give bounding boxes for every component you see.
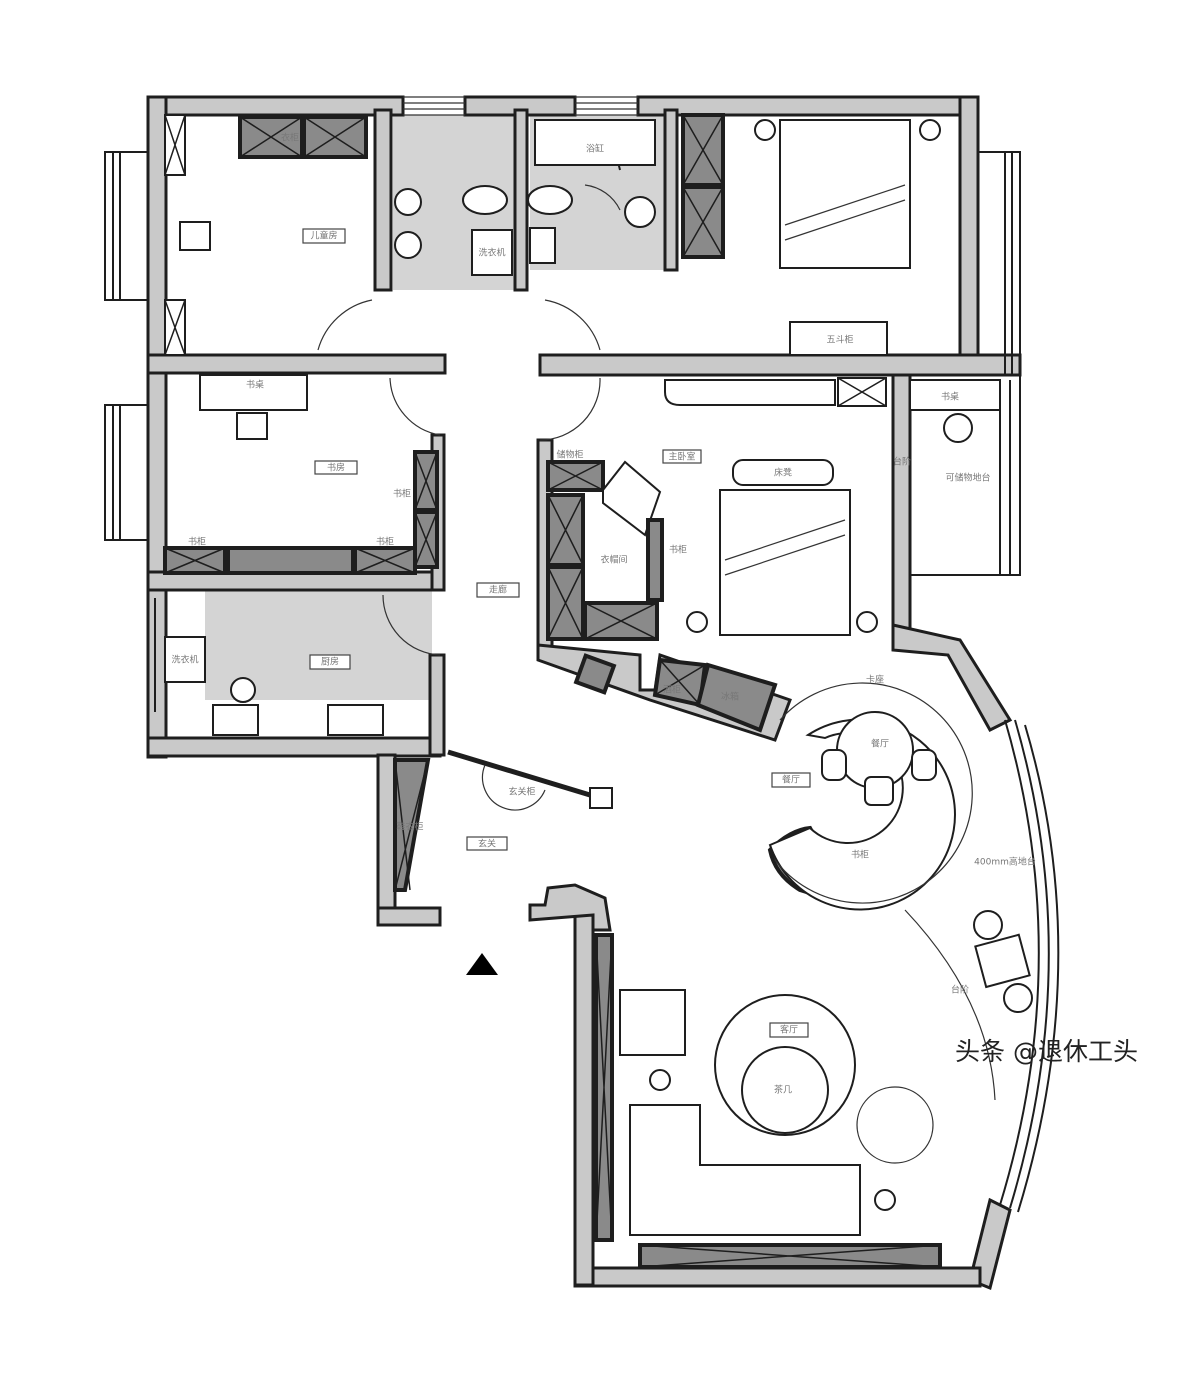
label-step: 台阶 bbox=[951, 984, 969, 996]
label-wardrobe: 衣柜 bbox=[281, 132, 299, 144]
bench bbox=[732, 459, 834, 486]
cabinets bbox=[163, 113, 942, 1269]
label-corridor: 走廊 bbox=[489, 584, 507, 596]
armchair bbox=[619, 989, 686, 1056]
label-bookcase: 书柜 bbox=[669, 544, 687, 556]
label-living-room: 客厅 bbox=[780, 1024, 798, 1036]
label-dining-table: 餐厅 bbox=[871, 738, 889, 750]
label-study: 书房 bbox=[327, 462, 345, 474]
label-coffee-table: 茶几 bbox=[774, 1084, 792, 1096]
label-storage-cabinet: 储物柜 bbox=[556, 449, 583, 461]
label-bookcase: 书柜 bbox=[393, 488, 411, 500]
dresser bbox=[789, 321, 888, 356]
bed-master bbox=[719, 489, 851, 636]
washer bbox=[471, 229, 513, 276]
label-study-desk: 书桌 bbox=[246, 379, 264, 391]
label-shoe-cabinet: 鞋衣柜 bbox=[396, 821, 423, 833]
sofa bbox=[629, 1104, 861, 1236]
watermark: 头条 @退休工头 bbox=[955, 1037, 1138, 1066]
label-bookcase: 书柜 bbox=[376, 536, 394, 548]
label-fridge: 冰箱 bbox=[721, 691, 739, 703]
label-children-room: 儿童房 bbox=[310, 230, 337, 242]
label-kitchen: 厨房 bbox=[321, 656, 339, 668]
label-walk-in-closet: 衣帽间 bbox=[600, 554, 627, 566]
triangle-up-icon bbox=[466, 953, 498, 975]
label-platform: 400mm高地台 bbox=[974, 856, 1036, 868]
label-bookcase: 书柜 bbox=[188, 536, 206, 548]
label-washer: 洗衣机 bbox=[478, 247, 505, 259]
label-cabinet: 酒柜 bbox=[663, 684, 681, 696]
label-washer: 洗衣机 bbox=[171, 654, 198, 666]
label-desk: 书桌 bbox=[941, 391, 959, 403]
bed-secondary bbox=[779, 119, 911, 269]
label-foyer: 玄关 bbox=[478, 838, 496, 850]
walls bbox=[146, 95, 1022, 1291]
label-bench: 床凳 bbox=[774, 467, 792, 479]
label-foyer-cabinet: 玄关柜 bbox=[508, 786, 535, 798]
windows bbox=[104, 96, 1060, 1213]
label-bathtub: 浴缸 bbox=[586, 143, 604, 155]
room-labels: 儿童房 衣柜 浴缸 洗衣机 五斗柜 书桌 台阶 可储物地台 主卧室 床凳 书桌 … bbox=[171, 132, 1035, 1096]
sliding-door bbox=[447, 749, 591, 798]
label-bookcase: 书柜 bbox=[851, 849, 869, 861]
desk bbox=[199, 374, 308, 411]
label-dresser: 五斗柜 bbox=[826, 334, 853, 346]
label-dining: 餐厅 bbox=[782, 774, 800, 786]
label-master-bedroom: 主卧室 bbox=[668, 451, 695, 463]
bathtub bbox=[534, 119, 656, 166]
label-step: 台阶 bbox=[893, 456, 911, 468]
label-booth: 卡座 bbox=[866, 674, 884, 686]
chair bbox=[179, 221, 211, 251]
furniture bbox=[164, 119, 1033, 1236]
label-storage-platform: 可储物地台 bbox=[945, 472, 990, 484]
